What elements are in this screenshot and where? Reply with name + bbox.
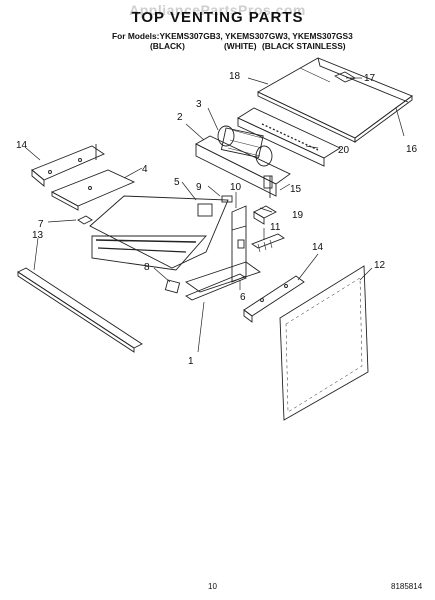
models-line: For Models:YKEMS307GB3, YKEMS307GW3, YKE… <box>112 31 353 41</box>
part-clip <box>77 215 93 225</box>
callout-2: 2 <box>177 112 183 123</box>
part-trim-rail <box>185 273 247 301</box>
part-bracket-right <box>243 275 305 323</box>
callout-4: 4 <box>142 164 148 175</box>
part-long-trim <box>17 267 143 353</box>
callout-13: 13 <box>32 230 44 241</box>
part-bracket-left <box>31 144 105 187</box>
part-front-panel-bracket <box>185 205 261 293</box>
callout-19: 19 <box>292 210 304 221</box>
callout-17: 17 <box>364 73 376 84</box>
color-black-label: (BLACK) <box>150 41 185 51</box>
callout-6: 6 <box>240 292 246 303</box>
document-number: 8185814 <box>391 582 423 591</box>
callout-5: 5 <box>174 177 180 188</box>
callout-10: 10 <box>230 182 242 193</box>
color-white-label: (WHITE) <box>224 41 257 51</box>
callout-18: 18 <box>229 71 241 82</box>
callout-3: 3 <box>196 99 202 110</box>
leader-lines <box>25 77 405 353</box>
part-blower-motor <box>217 125 273 167</box>
part-vent-housing <box>89 195 233 271</box>
part-terminal-block <box>253 205 277 225</box>
callout-15: 15 <box>290 184 302 195</box>
page-title: TOP VENTING PARTS <box>131 9 304 26</box>
part-vent-duct <box>237 107 341 167</box>
callout-1: 1 <box>188 356 194 367</box>
callout-20: 20 <box>338 145 350 156</box>
callout-8: 8 <box>144 262 150 273</box>
part-back-panel <box>279 265 369 421</box>
part-flat-plate <box>50 169 136 211</box>
callout-16: 16 <box>406 144 418 155</box>
part-connector-strip <box>251 233 285 253</box>
callout-12: 12 <box>374 260 386 271</box>
part-blower-housing <box>195 135 291 198</box>
callout-14-left: 14 <box>16 140 28 151</box>
callout-11: 11 <box>270 222 281 233</box>
part-top-vent-cover <box>257 57 413 143</box>
page-number: 10 <box>208 582 217 591</box>
callout-9: 9 <box>196 182 202 193</box>
part-switch <box>164 279 181 294</box>
color-stainless-label: (BLACK STAINLESS) <box>262 41 346 51</box>
callout-7: 7 <box>38 219 44 230</box>
watermark: AppliancePartsPros.com <box>129 2 306 18</box>
callout-14-right: 14 <box>312 242 324 253</box>
